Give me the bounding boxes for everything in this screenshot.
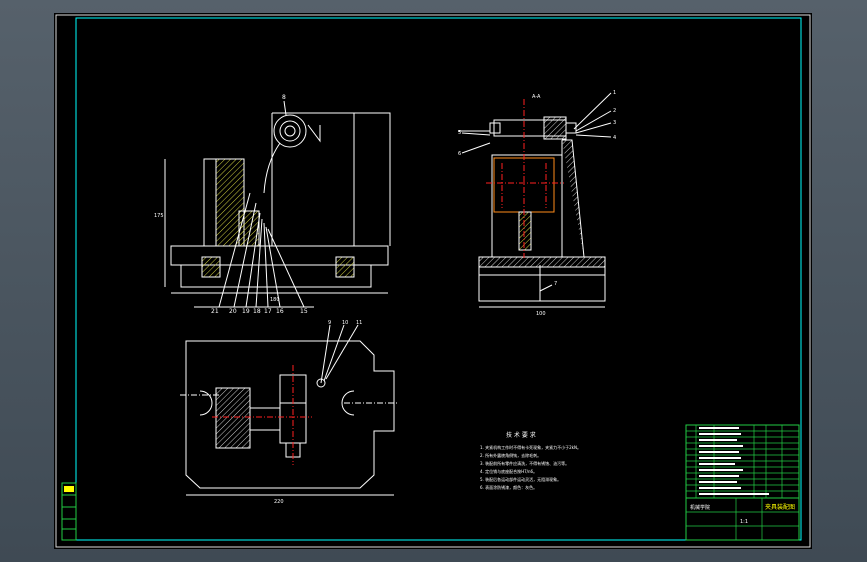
revision-strip (61, 482, 77, 541)
tech-requirements[interactable]: 技 术 要 求 1. 夹紧机构工作时不得有卡死现象，夹紧力不小于2kN。 2. … (480, 431, 581, 490)
outer-border (55, 14, 811, 548)
leader-label-15: 15 (300, 308, 308, 315)
side-pin (518, 211, 532, 251)
inner-border (75, 17, 802, 541)
side-leader-7: 7 (554, 281, 557, 287)
front-foot-right (335, 256, 355, 278)
side-view-label: A-A (532, 94, 541, 100)
leader-s7 (539, 284, 553, 292)
leader-e (263, 222, 269, 308)
leader-s1 (573, 92, 612, 130)
leader-s2 (575, 110, 612, 132)
front-column (271, 112, 391, 246)
leader-label-17: 17 (264, 308, 272, 315)
side-leader-5: 5 (458, 130, 461, 136)
leader-label-19: 19 (242, 308, 250, 315)
tech-req-4: 4. 定位销与底座配合按H7/n6。 (480, 468, 537, 474)
plan-shaft (249, 407, 281, 431)
front-labels: 175 180 21 20 19 18 17 16 15 8 (154, 94, 308, 315)
leader-s6 (461, 142, 491, 154)
dim-plan-width: 220 (274, 499, 284, 505)
side-view[interactable] (458, 92, 612, 308)
side-base-hatch (478, 256, 606, 268)
side-leader-6: 6 (458, 151, 461, 157)
side-centerlines (486, 99, 564, 258)
leader-top (283, 100, 287, 116)
plan-slot-right (341, 390, 355, 416)
side-cam-nut-right (565, 122, 577, 134)
dim-side-base: 100 (536, 311, 546, 317)
tech-req-2: 2. 所有外露棱角倒钝，去除毛刺。 (480, 452, 541, 458)
plan-leader-11: 11 (356, 320, 362, 326)
dim-front-width: 180 (270, 297, 280, 303)
leader-label-20: 20 (229, 308, 237, 315)
plan-fixture-block (215, 387, 251, 449)
drawing-sheet[interactable]: 175 180 21 20 19 18 17 16 15 8 (54, 13, 812, 549)
tech-req-3: 3. 装配前所有零件应清洗，不得有锈蚀、油污等。 (480, 460, 569, 466)
bom-grid (686, 425, 799, 498)
side-leader-2: 2 (613, 108, 616, 114)
title-block[interactable]: 机械学院 夹具装配图 1:1 (685, 497, 800, 541)
leader-s4 (575, 134, 612, 138)
leader-p2 (323, 324, 345, 382)
title-scale: 1:1 (740, 519, 748, 525)
side-column (561, 139, 585, 258)
leader-b (233, 202, 257, 308)
leader-label-21: 21 (211, 308, 219, 315)
front-lever (263, 142, 281, 194)
plan-base-outline (185, 340, 395, 489)
side-cam-nut-left (489, 122, 501, 134)
leader-f (265, 226, 281, 308)
tech-req-1: 1. 夹紧机构工作时不得有卡死现象，夹紧力不小于2kN。 (480, 444, 581, 450)
side-leader-1: 1 (613, 90, 616, 96)
front-view[interactable] (164, 100, 391, 308)
front-cam-inner (284, 125, 296, 137)
leader-s3 (575, 122, 612, 134)
front-cam-outer (273, 114, 307, 148)
drawing-canvas[interactable]: 175 180 21 20 19 18 17 16 15 8 (54, 13, 812, 549)
plan-leader-9: 9 (328, 320, 331, 326)
plan-lever (320, 324, 331, 384)
front-foot-left (201, 256, 221, 278)
leader-label-8: 8 (282, 94, 286, 101)
plan-leader-10: 10 (342, 320, 348, 326)
plan-labels: 220 9 10 11 (274, 320, 362, 505)
front-clamp-block (238, 210, 260, 247)
plan-centerlines (212, 365, 312, 465)
leader-s5 (461, 132, 491, 136)
side-leader-3: 3 (613, 120, 616, 126)
tech-req-6: 6. 表面涂防锈漆，颜色：灰色。 (480, 484, 537, 490)
dim-front-height: 175 (154, 213, 164, 219)
title-school: 机械学院 (690, 504, 710, 511)
leader-a (218, 192, 251, 308)
bom-text-marks (699, 427, 769, 495)
bill-of-materials[interactable] (685, 424, 800, 499)
leader-label-16: 16 (276, 308, 284, 315)
plan-cam-pivot (316, 378, 326, 388)
title-grid (686, 498, 799, 540)
leader-d (255, 218, 263, 308)
title-drawing-name: 夹具装配图 (765, 503, 795, 511)
leader-label-18: 18 (253, 308, 261, 315)
side-base-block (478, 274, 606, 302)
plan-view[interactable] (180, 324, 399, 496)
leader-c (245, 212, 261, 308)
side-leader-4: 4 (613, 135, 616, 141)
side-cam-hub (543, 116, 567, 140)
leader-p3 (325, 324, 359, 380)
front-cam-mid (279, 120, 301, 142)
side-body (491, 154, 563, 258)
tech-req-title: 技 术 要 求 (506, 431, 536, 439)
side-labels: A-A 100 1 2 3 4 5 6 7 (458, 90, 616, 317)
front-wedge (307, 124, 321, 143)
leader-g (267, 228, 305, 308)
plan-slot-left (199, 390, 213, 416)
tech-req-5: 5. 装配后各运动部件运动灵活，无阻滞现象。 (480, 476, 561, 482)
